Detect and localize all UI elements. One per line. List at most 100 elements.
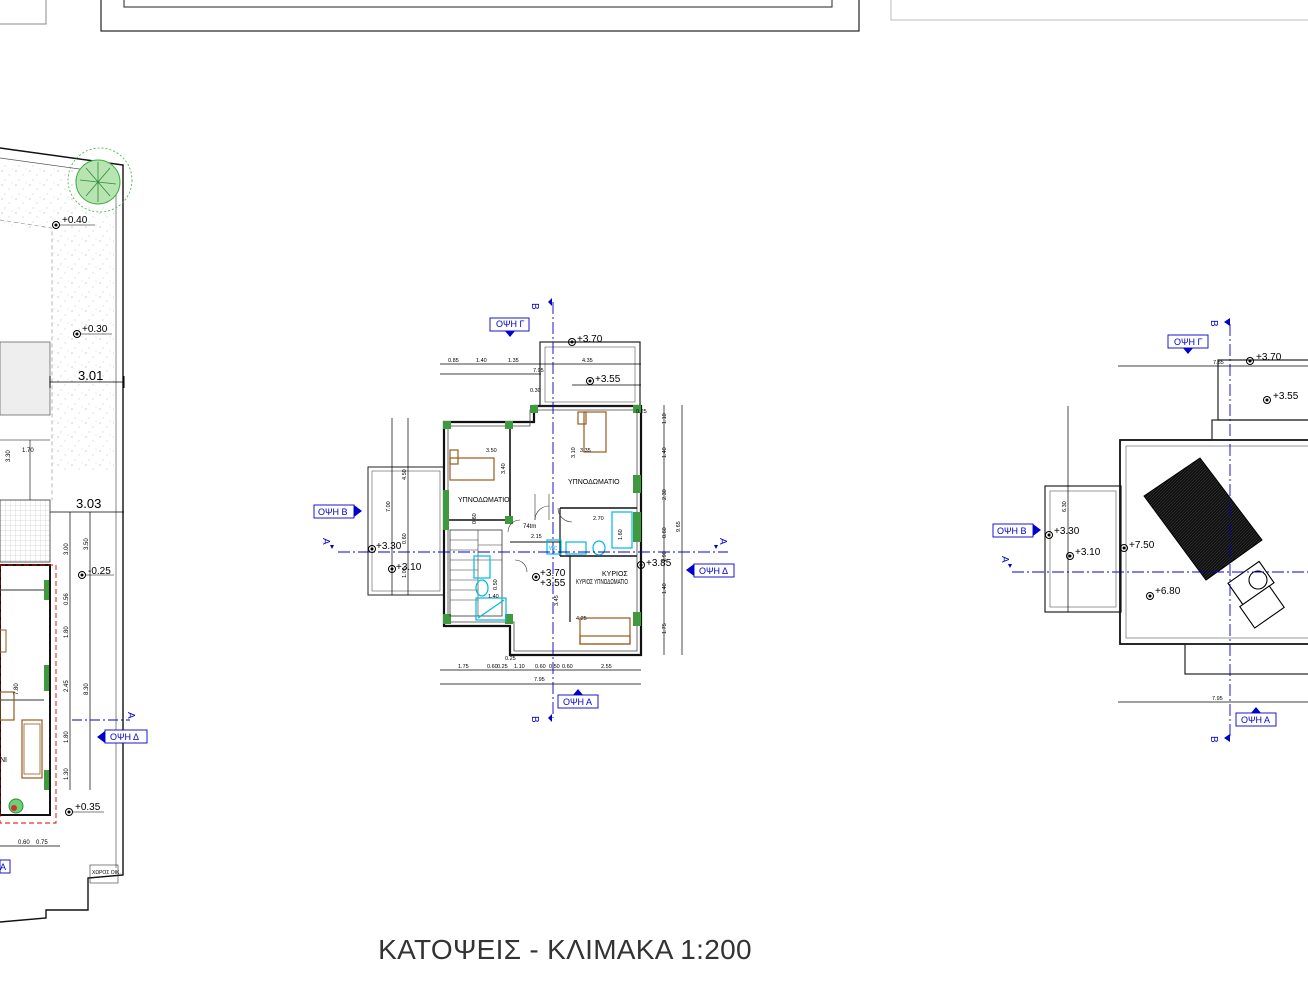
dimension-label: 3.50 [486,448,497,454]
dimension-label: 0.60 [562,664,573,670]
level-label: +6.80 [1155,586,1181,597]
dimension-label: 3.45 [554,595,560,606]
level-label: +3.55 [595,374,621,385]
dimension-label: 7.95 [1212,696,1223,702]
section-letter: A [125,712,136,719]
level-label: +0.30 [82,324,108,335]
level-label: +7.50 [1129,540,1155,551]
view-label: ΟΨΗ Δ [699,566,728,576]
dimension-label: 7.95 [533,368,544,374]
dimension-label: 1.80 [64,626,70,638]
dimension-label: 0.85 [448,358,459,364]
dimension-label: 0.25 [505,656,516,662]
view-label: ΟΨΗ Γ [496,319,525,329]
dimension-label: 0.56 [64,593,70,605]
tree-icon [67,147,133,213]
dimension-label: 3.00 [64,543,70,555]
level-label: -0.25 [88,566,111,577]
dimension-label: 1.80 [64,731,70,743]
dimension-label: 0.75 [36,840,48,846]
dimension-label: 0.25 [497,664,508,670]
dimension-label: 1.40 [476,358,487,364]
view-label: ΟΨΗ Γ [1174,337,1203,347]
view-label: ΟΨΗ Β [318,507,348,517]
section-letter: Α [320,538,331,545]
level-label: +3.70 [1256,352,1282,363]
dimension-label: 1.10 [514,664,525,670]
dimension-label: 3.30 [6,450,12,462]
dimension-label: 0.60 [402,533,408,544]
dimension-label: 7.95 [534,677,545,683]
dimension-label: 3.10 [571,447,577,458]
section-letter: Β [529,303,540,310]
level-label: +3.70 [577,334,603,345]
dimension-label: 7.00 [386,501,392,512]
dimension-label: 7.85 [1213,360,1224,366]
dimension-label: 8.30 [84,683,90,695]
dimension-label: 1.75 [662,623,668,634]
dimension-label: 1.10 [662,413,668,424]
level-markers [368,338,645,581]
level-label: +3.55 [1273,391,1299,402]
dimension-label: 0.60 [472,513,478,524]
level-label: +0.35 [75,802,101,813]
level-label: +3.30 [1054,526,1080,537]
dimension-label: 7.80 [14,683,20,695]
dimension-label: 1.40 [488,594,499,600]
view-label: Α [0,862,6,872]
roof-plan: Β Β Α ΟΨΗ Γ ΟΨΗ Β ΟΨΗ Α +3.70 +3.55 +3.3… [992,318,1308,743]
section-letter: Β [529,716,540,723]
dimension-label: 1.40 [662,447,668,458]
section-letter: Β [1208,320,1219,327]
level-label: +3.10 [1075,547,1101,558]
level-label: +0.40 [62,215,88,226]
room-label: NI [0,757,7,764]
dimension-label: 3.35 [580,448,591,454]
dimension-label: 0.60 [18,840,30,846]
dimension-label: 1.30 [64,768,70,780]
left-plan: +0.40 +0.30 -0.25 +0.35 3.01 3.03 1.70 3… [0,147,148,923]
dimension-label: 1.90 [662,551,668,562]
dimension-label: 3.50 [84,538,90,550]
section-letter: Α [999,556,1010,563]
dimension-label: 1.75 [458,664,469,670]
section-letter: Α [717,538,728,545]
view-label: ΟΨΗ Α [563,697,592,707]
dimension-label: 1.40 [662,583,668,594]
room-label: ΚΥΡΙΟΣ [602,571,628,578]
level-label: +3.30 [376,541,402,552]
dimension-label: 4.25 [576,616,587,622]
dimension-label: 2.30 [662,489,668,500]
dimension-label: 0.50 [549,664,560,670]
title-frames [0,0,1308,32]
room-label: ΥΠΝΟΔΩΜΑΤΙΟ [568,479,620,486]
dimension-label: 1.70 [22,448,34,454]
dimension-label: 1.60 [618,529,624,540]
view-label: ΟΨΗ Β [997,526,1027,536]
dimension-label: 4.50 [402,469,408,480]
section-letter: Β [1208,736,1219,743]
dimension-label: 0.60 [662,527,668,538]
dimension-label: 3.01 [78,368,103,383]
view-label: ΟΨΗ Α [1241,715,1270,725]
dimension-label: 6.30 [1062,501,1068,512]
level-label: +3.85 [646,558,672,569]
level-label: +3.70 [540,568,566,579]
dimension-label: 0.60 [535,664,546,670]
dimension-label: 9.65 [676,521,682,532]
stamp-label: ΧΩΡΟΣ ΟΙΚ. [92,870,121,876]
level-label: +3.10 [396,562,422,573]
dimension-label: 1.00 [402,567,408,578]
room-label: WC [549,546,558,552]
dimension-label: 2.55 [601,664,612,670]
dimension-label: 0.30 [530,388,541,394]
dimension-label: 0.25 [636,409,647,415]
drawing-caption: ΚΑΤΟΨΕΙΣ - ΚΛΙΜΑΚΑ 1:200 [378,934,752,965]
dimension-label: 2.45 [64,680,70,692]
dimension-label: 3.03 [76,496,101,511]
first-floor-plan: Β Β Α Α ΟΨΗ Γ ΟΨΗ Β ΟΨΗ Δ ΟΨΗ Α ΥΠΝΟΔΩΜΑ… [313,298,735,723]
dimension-label: 0.50 [493,579,499,590]
dimension-label: 3.40 [501,463,507,474]
room-label: ΚΥΡΙΟΣ ΥΠΝΟΔΩΜΑΤΙΟ [576,579,628,586]
